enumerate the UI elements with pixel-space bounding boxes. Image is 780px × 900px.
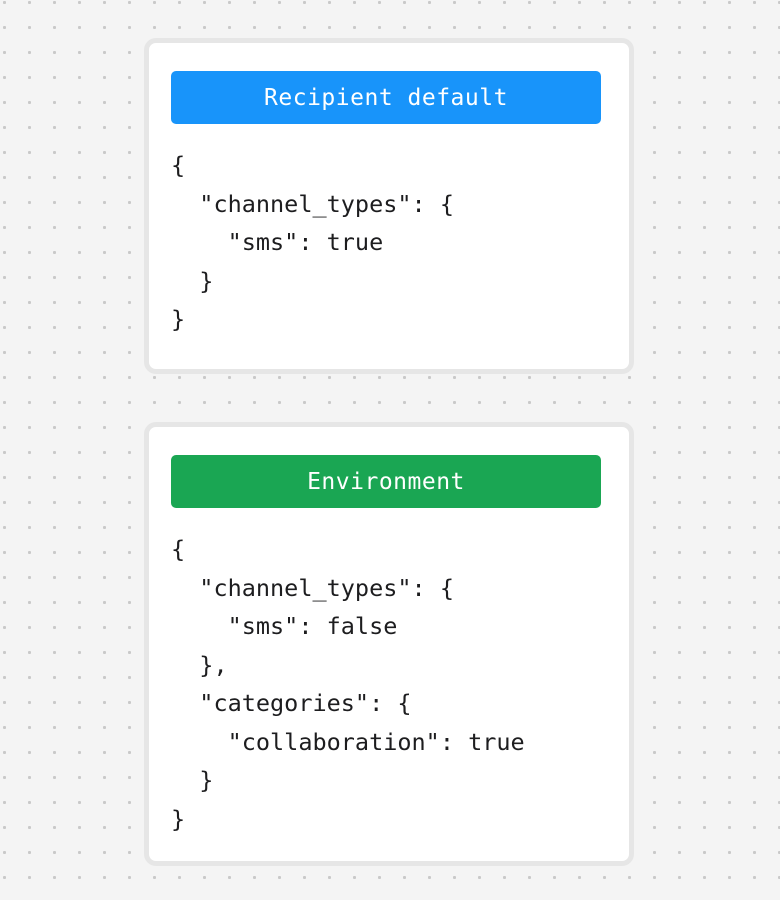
card-header-label: Environment bbox=[307, 468, 465, 495]
card-header-environment[interactable]: Environment bbox=[171, 455, 601, 508]
json-code-environment: { "channel_types": { "sms": false }, "ca… bbox=[171, 535, 525, 833]
card-environment[interactable]: Environment { "channel_types": { "sms": … bbox=[144, 422, 634, 866]
card-header-recipient-default[interactable]: Recipient default bbox=[171, 71, 601, 124]
card-body: Environment { "channel_types": { "sms": … bbox=[149, 427, 629, 838]
card-header-label: Recipient default bbox=[264, 84, 508, 111]
card-body: Recipient default { "channel_types": { "… bbox=[149, 43, 629, 339]
card-recipient-default[interactable]: Recipient default { "channel_types": { "… bbox=[144, 38, 634, 374]
json-code-recipient-default: { "channel_types": { "sms": true } } bbox=[171, 151, 454, 333]
